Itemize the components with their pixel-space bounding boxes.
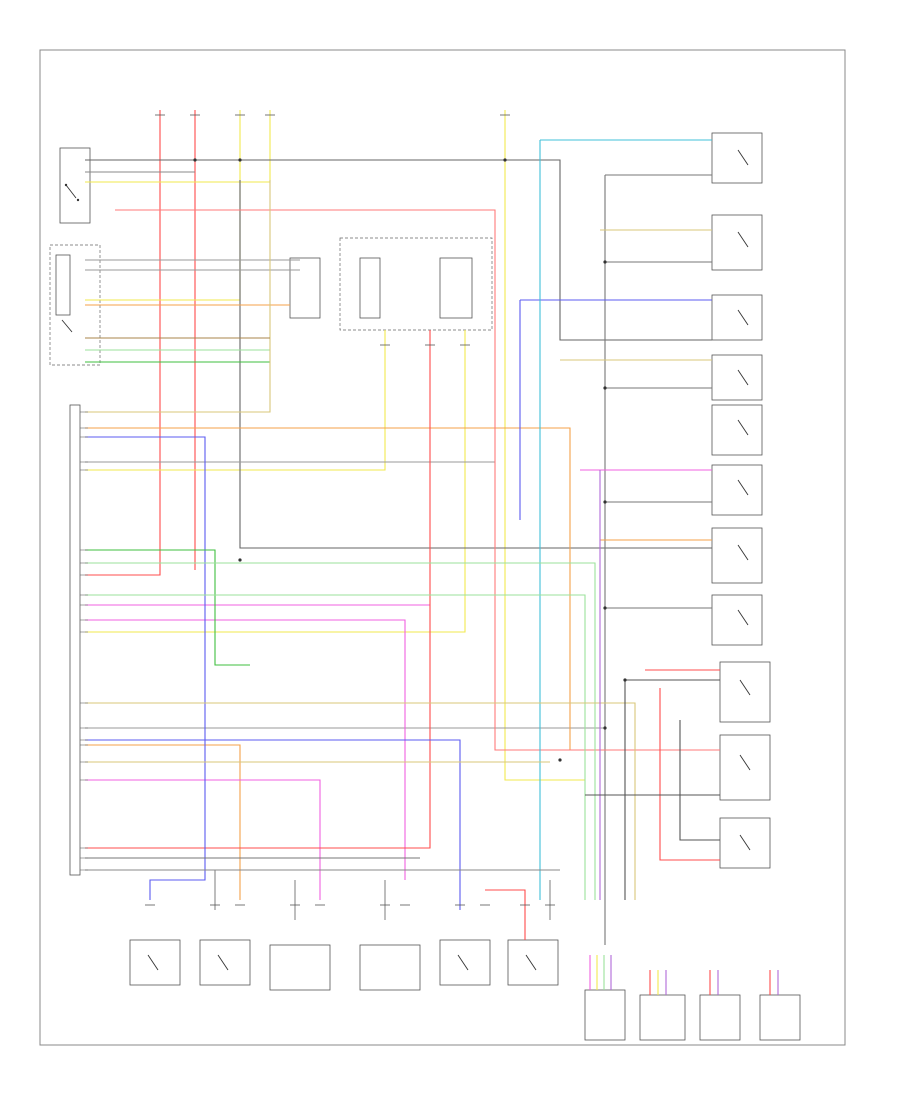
bottom-switches [129,939,559,991]
wire-red-5 [659,688,720,861]
wire-yellow-1 [85,110,241,301]
module-pin-ticks [80,411,88,871]
wire-yellow-4 [85,330,466,633]
wire-pink-1 [115,209,720,751]
wire-blue-1 [85,436,206,900]
wire-red-3 [85,330,431,849]
wire-green-2 [85,562,596,900]
wire-orange-4 [85,744,241,900]
wire-green-3 [85,594,586,900]
wire-red-1 [85,110,161,576]
splice-nodes [193,158,627,762]
right-switches [711,132,763,646]
wire-tan-1 [85,180,271,413]
wire-pink-4 [85,779,321,900]
wire-yellow-3 [85,330,386,471]
wire-tan-2 [85,702,636,900]
bottom-right-pins [589,955,779,995]
wire-blue-2 [85,739,461,910]
top-left-switch [59,147,91,224]
wire-orange-2 [85,427,571,750]
wire-black-3 [239,180,712,549]
door-lock-actuator [339,237,493,331]
wire-pink-3 [85,619,406,880]
bottom-right-connectors [584,989,801,1041]
main-control-module [69,404,81,876]
wire-green-1 [85,549,250,666]
diagram-frame [39,49,846,1046]
connector-stubs [145,114,555,906]
wires [85,110,720,945]
wire-black-7 [679,720,720,841]
wire-black-1 [85,159,712,341]
small-actuator [289,257,321,319]
wire-yellow-5 [504,110,585,781]
right-relays [719,661,771,869]
wire-red-6 [485,889,526,940]
wire-yellow-2 [85,110,271,183]
